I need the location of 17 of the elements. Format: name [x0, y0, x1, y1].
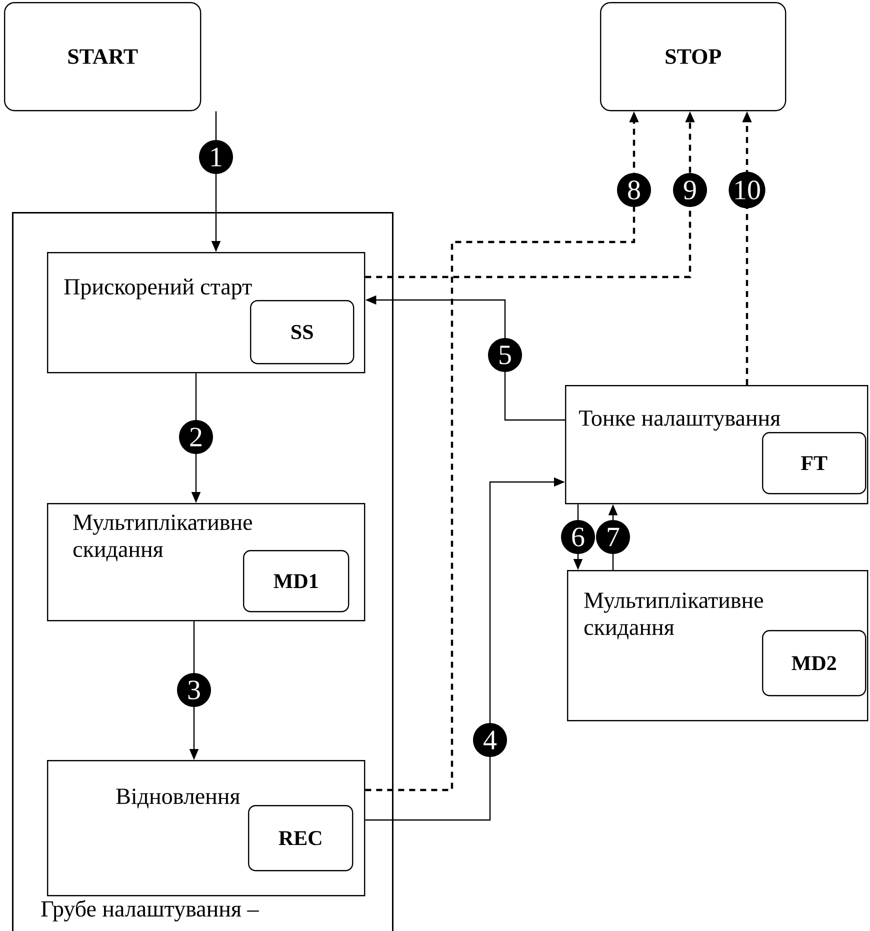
step-number: 5: [488, 338, 522, 372]
step-number: 8: [617, 173, 651, 207]
code-box: SS: [250, 300, 354, 364]
terminal-box: START: [4, 2, 202, 112]
code-box: FT: [762, 432, 866, 494]
step-number: 1: [199, 140, 233, 174]
code-box: MD1: [243, 550, 350, 612]
code-box: REC: [248, 805, 354, 872]
step-number: 9: [673, 173, 707, 207]
step-number: 2: [179, 420, 213, 454]
terminal-box: STOP: [600, 2, 786, 112]
step-number: 7: [596, 520, 630, 554]
step-number: 4: [473, 723, 507, 757]
step-number: 6: [561, 520, 595, 554]
step-number: 3: [177, 673, 211, 707]
code-box: MD2: [762, 630, 866, 696]
step-number: 10: [728, 172, 766, 208]
